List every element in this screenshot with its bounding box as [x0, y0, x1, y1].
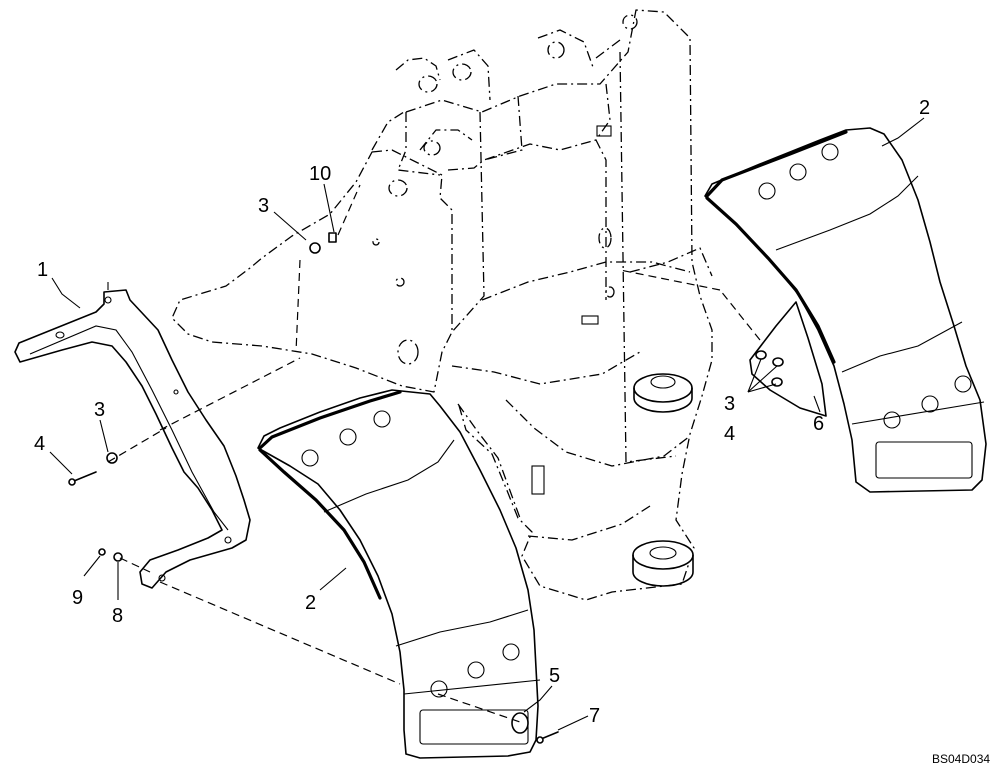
plug-5	[511, 712, 529, 734]
callout-10: 10	[309, 163, 331, 185]
loader-frame	[171, 9, 713, 601]
part-9	[98, 548, 106, 556]
nut-3-right-a	[755, 350, 767, 360]
callout-8: 8	[112, 605, 123, 627]
nut-3-upper	[309, 242, 321, 254]
callout-9: 9	[72, 587, 83, 609]
screw-10	[328, 232, 337, 243]
callout-4-right: 4	[724, 423, 735, 445]
leader-lines	[49, 117, 925, 731]
fender-left	[257, 389, 541, 759]
callout-2-left: 2	[305, 592, 316, 614]
callout-7: 7	[589, 705, 600, 727]
pivot-boss-lower	[632, 540, 694, 587]
pivot-boss-upper	[633, 373, 693, 413]
callout-3-upper: 3	[258, 195, 269, 217]
callout-3-left: 3	[94, 399, 105, 421]
assembly-lines	[107, 184, 761, 723]
callout-3-right: 3	[724, 393, 735, 415]
callout-2-right: 2	[919, 97, 930, 119]
part-8	[113, 552, 123, 562]
screw-7	[540, 731, 559, 740]
mounting-bracket	[14, 289, 251, 589]
frame-tabs	[531, 125, 612, 495]
callout-1: 1	[37, 259, 48, 281]
callout-6: 6	[813, 413, 824, 435]
hardware	[68, 232, 784, 744]
bolt-4-left	[73, 471, 97, 482]
callout-4-left: 4	[34, 433, 45, 455]
callout-5: 5	[549, 665, 560, 687]
nut-3-right-b	[772, 357, 784, 367]
figure-reference-code: BS04D034	[932, 752, 990, 766]
fender-right	[704, 127, 987, 493]
callout-labels: 1 2 2 3 3 3 4 4 5 6 7 8 9 10	[34, 97, 930, 727]
fender-support-bracket	[749, 301, 827, 417]
